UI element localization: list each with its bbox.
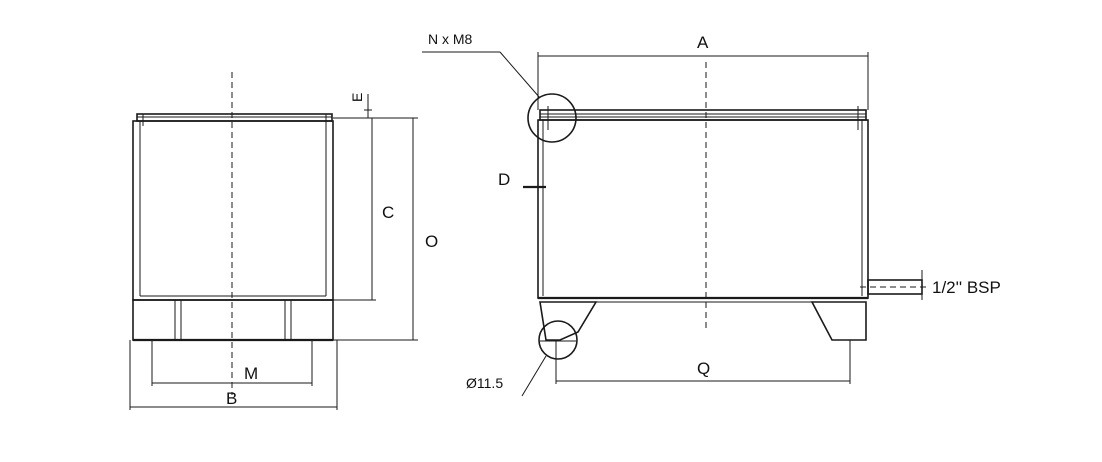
end-view xyxy=(129,72,418,410)
side-view-top-flange xyxy=(539,109,867,121)
end-view-base-frame xyxy=(132,299,334,341)
end-view-leg-right xyxy=(284,299,292,341)
end-view-tank-body xyxy=(132,120,334,301)
label-dim-Q: Q xyxy=(697,359,710,378)
label-hole-callout: Ø11.5 xyxy=(466,375,503,391)
label-thread-callout: N x M8 xyxy=(428,31,473,47)
hole-detail-circle xyxy=(538,320,578,360)
label-dim-D: D xyxy=(498,170,510,189)
thread-detail-circle xyxy=(527,93,577,143)
hole-leader-line xyxy=(521,355,547,397)
label-dim-O: O xyxy=(425,232,438,251)
label-dim-C: C xyxy=(382,203,394,222)
side-view-foot-right xyxy=(810,301,867,341)
label-dim-A: A xyxy=(697,33,709,52)
label-dim-B: B xyxy=(226,389,237,408)
label-dim-M: M xyxy=(244,364,258,383)
side-view xyxy=(422,51,930,397)
label-outlet-callout: 1/2'' BSP xyxy=(932,278,1001,297)
end-view-leg-left xyxy=(174,299,182,341)
side-view-foot-left xyxy=(539,301,598,341)
label-dim-E: E xyxy=(349,93,365,102)
side-view-tank-body xyxy=(537,119,869,299)
